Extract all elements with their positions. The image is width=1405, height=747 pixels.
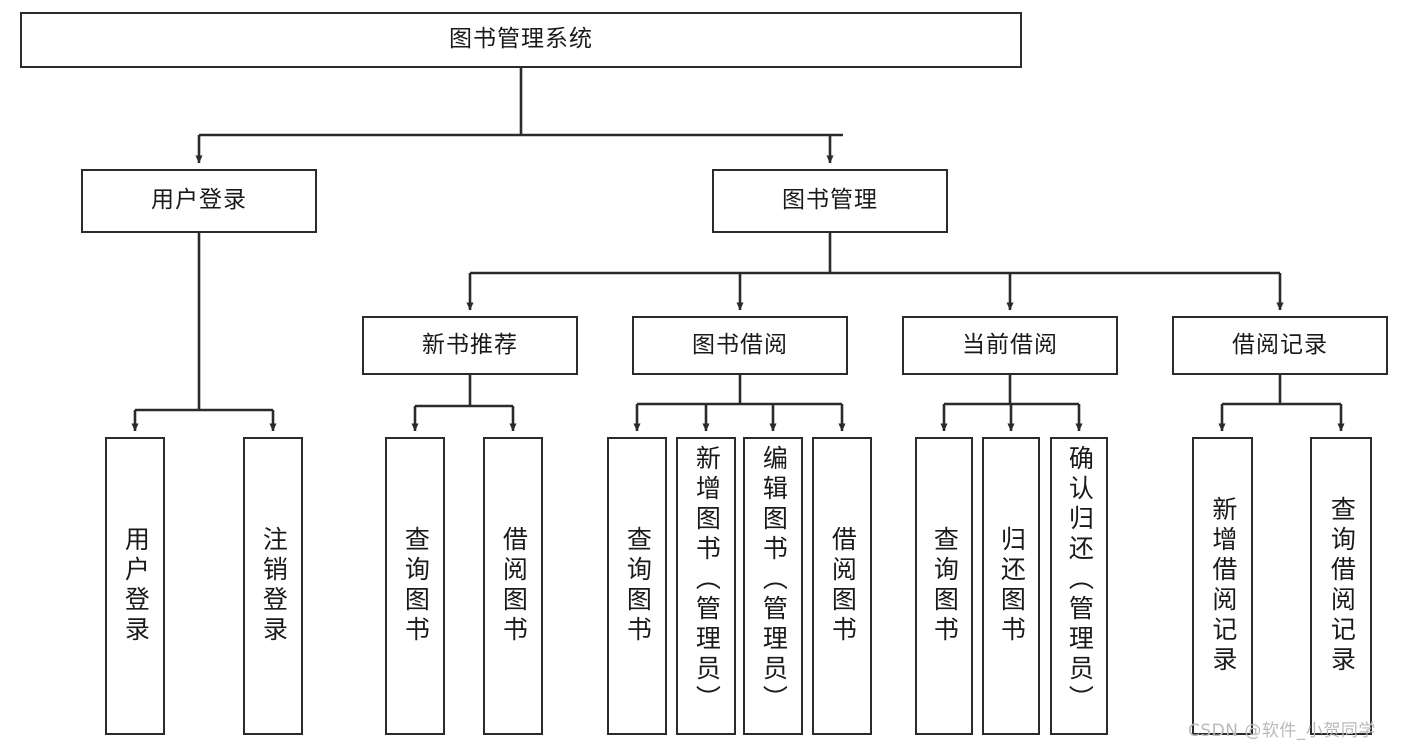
connector-edges bbox=[131, 68, 1345, 432]
node-new-book-recommend[interactable]: 新书推荐 bbox=[362, 316, 578, 375]
leaf-query-borrow-record[interactable]: 查询借阅记录 bbox=[1310, 437, 1372, 735]
node-user-login[interactable]: 用户登录 bbox=[81, 169, 317, 233]
csdn-watermark: CSDN @软件_小贺同学 bbox=[1188, 721, 1376, 741]
node-borrow-record[interactable]: 借阅记录 bbox=[1172, 316, 1388, 375]
leaf-query-book[interactable]: 查询图书 bbox=[607, 437, 667, 735]
leaf-return-book[interactable]: 归还图书 bbox=[982, 437, 1040, 735]
leaf-borrow-book[interactable]: 借阅图书 bbox=[812, 437, 872, 735]
leaf-borrow-book-new[interactable]: 借阅图书 bbox=[483, 437, 543, 735]
node-book-management[interactable]: 图书管理 bbox=[712, 169, 948, 233]
leaf-user-login[interactable]: 用户登录 bbox=[105, 437, 165, 735]
leaf-confirm-return-admin[interactable]: 确认归还（管理员） bbox=[1050, 437, 1108, 735]
leaf-user-logout[interactable]: 注销登录 bbox=[243, 437, 303, 735]
leaf-edit-book-admin[interactable]: 编辑图书（管理员） bbox=[743, 437, 803, 735]
leaf-query-book-current[interactable]: 查询图书 bbox=[915, 437, 973, 735]
leaf-add-borrow-record[interactable]: 新增借阅记录 bbox=[1192, 437, 1253, 735]
node-book-borrow[interactable]: 图书借阅 bbox=[632, 316, 848, 375]
leaf-add-book-admin[interactable]: 新增图书（管理员） bbox=[676, 437, 736, 735]
node-current-borrow[interactable]: 当前借阅 bbox=[902, 316, 1118, 375]
node-root-system[interactable]: 图书管理系统 bbox=[20, 12, 1022, 68]
leaf-query-book-new[interactable]: 查询图书 bbox=[385, 437, 445, 735]
